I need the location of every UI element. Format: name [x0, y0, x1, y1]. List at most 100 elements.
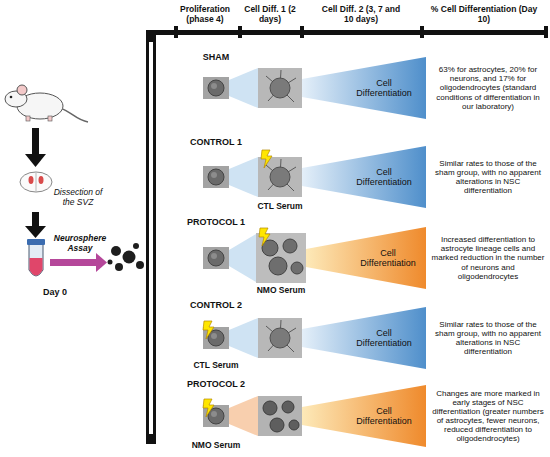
mouse-ear — [17, 85, 27, 95]
neurosphere — [111, 246, 121, 256]
cone-fill — [302, 146, 426, 208]
funnel — [229, 234, 256, 282]
cone-label: Cell Differentiation — [348, 167, 420, 188]
sphere-detail — [211, 172, 217, 178]
cell-processes — [266, 159, 296, 191]
cell-cluster — [283, 239, 297, 253]
micrograph — [258, 396, 302, 436]
cone-fill — [302, 57, 426, 119]
timeline-tick — [300, 26, 304, 38]
group-label: NMO Serum — [246, 286, 316, 296]
differentiation-cone: Cell Differentiation — [302, 57, 426, 119]
brain-slice — [20, 172, 52, 192]
mouse-foot — [48, 116, 52, 121]
stage-heading: Proliferation (phase 4) — [174, 5, 236, 25]
assay-arrow — [50, 259, 96, 266]
sphere — [270, 167, 290, 187]
cell-cluster — [291, 262, 303, 274]
cell-cluster — [289, 420, 299, 430]
svz-region — [39, 176, 44, 184]
neurosphere — [133, 243, 139, 249]
arrow-head — [25, 226, 46, 238]
sphere — [270, 328, 290, 348]
timeline-tick — [238, 26, 242, 38]
sphere — [270, 78, 290, 98]
funnel — [229, 318, 258, 358]
sphere-detail — [211, 253, 217, 259]
group-label: PROTOCOL 2 — [181, 379, 251, 389]
neurosphere — [108, 260, 113, 265]
row-images — [203, 228, 306, 283]
micrograph — [203, 247, 229, 269]
cell-cluster — [263, 401, 277, 415]
differentiation-cone: Cell Differentiation — [302, 307, 426, 369]
timeline-tick — [420, 26, 424, 38]
group-label: CTL Serum — [245, 202, 315, 212]
step-label: Neurosphere Assay — [51, 234, 109, 254]
funnel — [229, 157, 258, 197]
neurosphere — [136, 261, 144, 269]
timeline-tick — [174, 26, 178, 38]
mouse-eye — [10, 96, 13, 99]
cell-processes — [266, 70, 296, 102]
brain-midline — [36, 173, 37, 191]
micrograph — [203, 166, 229, 188]
row-images — [203, 396, 302, 436]
group-label: PROTOCOL 1 — [181, 217, 251, 227]
lightning-bolt — [261, 150, 272, 168]
result-note: Changes are more marked in early stages … — [431, 389, 545, 444]
result-note: Increased differentiation to astrocyte l… — [431, 235, 545, 281]
stage-heading: Cell Diff. 2 (3, 7 and 10 days) — [321, 5, 401, 25]
assay-arrow-head — [96, 253, 107, 272]
vertical-bar-stripe — [149, 42, 153, 434]
tube-cap — [27, 239, 45, 245]
step-label: Dissection of the SVZ — [47, 188, 109, 208]
result-note: Similar rates to those of the sham group… — [431, 320, 545, 357]
vertical-bar — [146, 30, 156, 444]
micrograph — [258, 318, 302, 358]
sphere-detail — [211, 411, 217, 417]
sphere — [208, 169, 224, 185]
group-label: CTL Serum — [181, 361, 251, 371]
lightning-bolt — [203, 399, 214, 417]
arrow-shaft — [32, 128, 39, 154]
timeline-tick — [544, 26, 548, 38]
svz-region — [29, 176, 34, 184]
cone-fill — [306, 227, 426, 289]
cell-cluster — [270, 418, 284, 432]
test-tube — [29, 244, 43, 276]
sphere — [208, 80, 224, 96]
neurosphere — [115, 263, 123, 271]
sphere — [208, 250, 224, 266]
funnel — [229, 396, 258, 436]
mouse-tail — [60, 108, 88, 122]
micrograph — [203, 77, 229, 99]
tube-liquid — [30, 258, 43, 276]
micrograph — [258, 157, 302, 197]
cone-fill — [302, 385, 426, 447]
lightning-bolt — [203, 321, 214, 339]
cone-label: Cell Differentiation — [348, 406, 420, 427]
cone-label: Cell Differentiation — [348, 328, 420, 349]
result-note: 63% for astrocytes, 20% for neurons, and… — [431, 65, 545, 111]
cell-cluster — [269, 257, 287, 275]
row-images — [203, 318, 302, 358]
sphere-detail — [211, 333, 217, 339]
mouse-foot — [26, 116, 30, 121]
cone-label: Cell Differentiation — [352, 248, 424, 269]
arrow-head — [25, 154, 46, 167]
row-images — [203, 68, 302, 108]
funnel — [229, 68, 258, 108]
cone-fill — [302, 307, 426, 369]
timeline-bar — [150, 30, 548, 35]
differentiation-cone: Cell Differentiation — [306, 227, 426, 289]
arrow-shaft — [32, 212, 39, 226]
differentiation-cone: Cell Differentiation — [302, 385, 426, 447]
differentiation-cone: Cell Differentiation — [302, 146, 426, 208]
group-label: SHAM — [181, 52, 251, 62]
group-label: NMO Serum — [181, 441, 251, 451]
group-label: CONTROL 2 — [181, 300, 251, 310]
stage-heading: Cell Diff. 1 (2 days) — [242, 5, 298, 25]
lightning-bolt — [259, 228, 270, 246]
